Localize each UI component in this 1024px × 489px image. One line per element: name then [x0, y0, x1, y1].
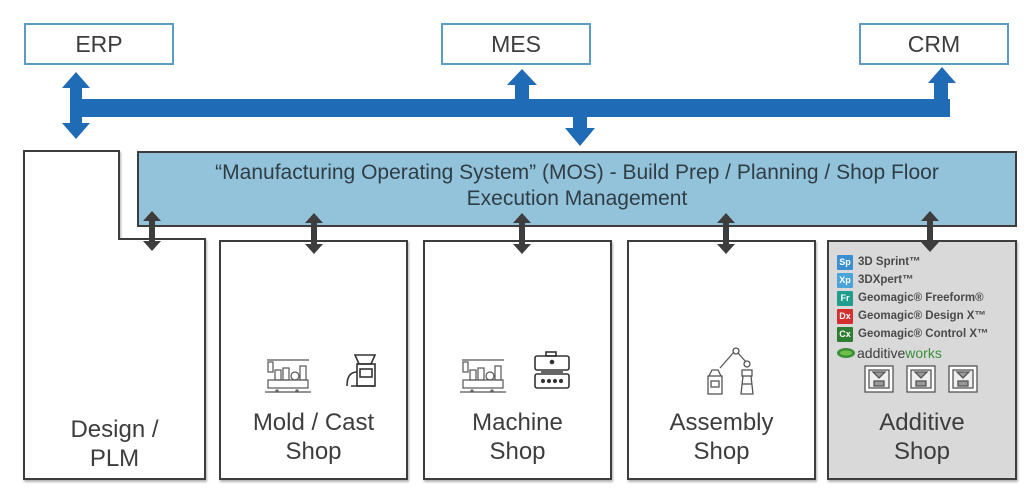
- additive-shop-line1: Additive: [879, 409, 965, 436]
- machine-shop-box: Machine Shop: [423, 240, 612, 480]
- software-name: Geomagic® Control X™: [858, 328, 989, 340]
- mos-title-line2: Execution Management: [466, 187, 688, 210]
- 3d-sprint-icon: Sp: [837, 254, 853, 270]
- machine-shop-line2: Shop: [489, 438, 546, 465]
- design-plm-label: Design / PLM: [24, 415, 205, 473]
- crm-label: CRM: [907, 30, 961, 57]
- mes-label: MES: [491, 30, 541, 57]
- mold-cast-shop-box: Mold / Cast Shop: [219, 240, 408, 480]
- mes-box: MES: [441, 23, 591, 65]
- mold-cast-line1: Mold / Cast: [252, 409, 375, 436]
- casting-machine-icon: [346, 354, 377, 387]
- software-item: Dx Geomagic® Design X™: [837, 307, 986, 325]
- erp-box: ERP: [24, 23, 174, 65]
- additive-shop-line2: Shop: [893, 438, 951, 465]
- mold-cast-shop-label: Mold / Cast Shop: [221, 408, 406, 466]
- industrial-machine-icon: [265, 359, 311, 393]
- cnc-machine-icon: [534, 351, 570, 389]
- erp-double-arrow-icon: [62, 72, 90, 139]
- assembly-shop-line1: Assembly: [669, 409, 774, 436]
- design-plm-line1: Design /: [70, 416, 159, 443]
- crm-up-arrow-icon: [928, 67, 956, 117]
- 3d-printer-icon: [948, 365, 978, 393]
- design-x-icon: Dx: [837, 308, 853, 324]
- robot-arm-icon: [707, 347, 754, 395]
- 3d-printers-icons: [864, 365, 978, 393]
- mos-title-line1: “Manufacturing Operating System” (MOS) -…: [215, 161, 939, 184]
- machine-shop-line1: Machine: [472, 409, 563, 436]
- assembly-shop-box: Assembly Shop: [627, 240, 816, 480]
- software-name: 3D Sprint™: [858, 256, 921, 268]
- machine-shop-label: Machine Shop: [425, 408, 610, 466]
- additiveworks-icon: [837, 348, 855, 358]
- assembly-shop-line2: Shop: [693, 438, 750, 465]
- bus-bar: [80, 99, 950, 117]
- mos-box: “Manufacturing Operating System” (MOS) -…: [137, 151, 1017, 227]
- software-name: Geomagic® Design X™: [858, 310, 986, 322]
- integration-bus: [62, 67, 956, 146]
- crm-box: CRM: [859, 23, 1009, 65]
- mes-up-arrow-icon: [507, 69, 537, 100]
- erp-label: ERP: [75, 30, 123, 57]
- assembly-shop-label: Assembly Shop: [629, 408, 814, 466]
- freeform-icon: Fr: [837, 290, 853, 306]
- design-plm-line2: PLM: [89, 445, 140, 472]
- additive-shop-label: Additive Shop: [829, 408, 1015, 466]
- software-name: Geomagic® Freeform®: [858, 292, 984, 304]
- 3d-printer-icon: [864, 365, 894, 393]
- additiveworks-part2: works: [905, 345, 942, 361]
- mold-cast-line2: Shop: [285, 438, 342, 465]
- control-x-icon: Cx: [837, 326, 853, 342]
- software-item: Xp 3DXpert™: [837, 271, 914, 289]
- software-item: Sp 3D Sprint™: [837, 253, 921, 271]
- 3dxpert-icon: Xp: [837, 272, 853, 288]
- additiveworks-part1: additive: [857, 345, 906, 361]
- software-name: 3DXpert™: [858, 274, 914, 286]
- design-plm-outline: [23, 150, 206, 480]
- software-item: Fr Geomagic® Freeform®: [837, 289, 984, 307]
- 3d-printer-icon: [906, 365, 936, 393]
- additive-shop-box: Sp 3D Sprint™ Xp 3DXpert™ Fr Geomagic® F…: [827, 240, 1017, 480]
- mos-down-arrow-icon: [565, 116, 595, 146]
- industrial-machine-icon: [460, 359, 506, 393]
- software-item: Cx Geomagic® Control X™: [837, 325, 989, 343]
